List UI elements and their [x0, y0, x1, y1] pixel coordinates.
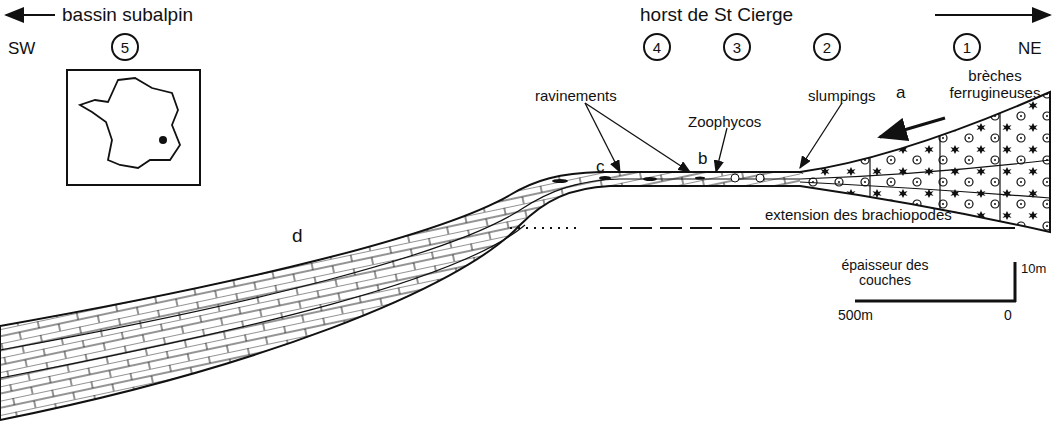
extent-label: extension des brachiopodes	[765, 207, 952, 224]
facies-label: brèches ferrugineuses	[935, 68, 1055, 101]
region-label: bassin subalpin	[62, 5, 193, 26]
direction-arrow	[935, 14, 1050, 16]
callout-circle: 3	[723, 33, 751, 61]
lenses	[552, 176, 705, 183]
scale-label: 10m	[1021, 262, 1046, 276]
callout-circle: 2	[813, 33, 841, 61]
region-label: horst de St Cierge	[640, 5, 793, 26]
callout-number: 2	[823, 39, 831, 56]
ooid	[756, 174, 764, 182]
movement-arrow	[880, 118, 945, 137]
scale-bar	[855, 300, 1016, 303]
unit-letter: b	[698, 150, 707, 169]
direction-label: NE	[1018, 40, 1042, 59]
extent-line	[750, 227, 1015, 229]
callout-circle: 4	[643, 33, 671, 61]
extent-line	[510, 227, 580, 229]
callout-number: 5	[121, 39, 129, 56]
fossil-label: Zoophycos	[688, 114, 761, 131]
scale-label: épaisseur des couches	[820, 258, 950, 289]
limestone-beds	[0, 172, 800, 420]
callout-number: 4	[653, 39, 661, 56]
unit-letter: c	[596, 158, 605, 177]
leader-arrows	[585, 103, 842, 172]
callout-number: 3	[733, 39, 741, 56]
ooid	[731, 174, 739, 182]
note-label: slumpings	[808, 88, 876, 105]
unit-letter: d	[292, 226, 303, 247]
scale-label: 500m	[838, 308, 873, 323]
scale-bar	[1014, 262, 1017, 302]
extent-line	[600, 227, 740, 229]
scale-label: 0	[1004, 308, 1012, 323]
inset-frame	[67, 70, 200, 185]
direction-label: SW	[8, 40, 35, 59]
callout-circle: 1	[953, 33, 981, 61]
location-dot	[159, 136, 167, 144]
note-label: ravinements	[535, 88, 617, 105]
france-map	[80, 78, 180, 168]
strata	[0, 92, 1050, 420]
callout-number: 1	[963, 39, 971, 56]
unit-letter: a	[896, 84, 905, 103]
direction-arrow	[6, 14, 55, 16]
callout-circle: 5	[111, 33, 139, 61]
